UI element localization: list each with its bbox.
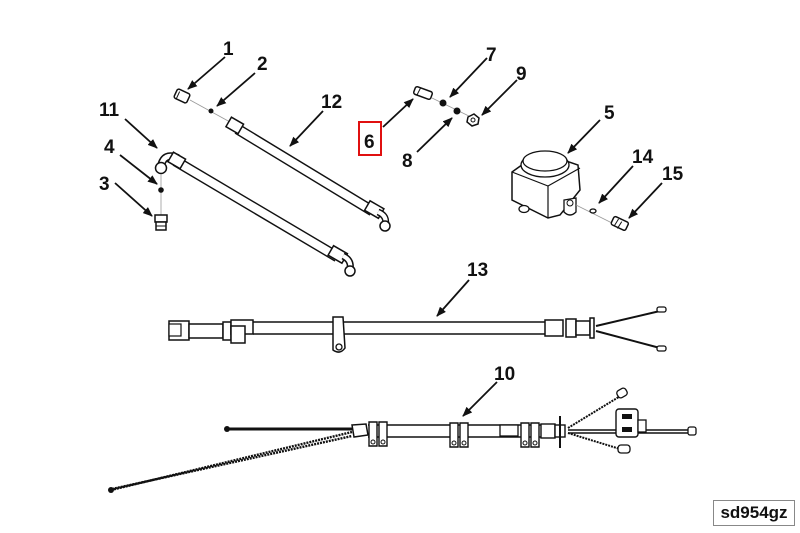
arrow-8 bbox=[416, 117, 453, 153]
part-1-fitting[interactable] bbox=[173, 88, 191, 104]
assembly-line bbox=[575, 204, 617, 226]
part-8-washer[interactable] bbox=[453, 107, 461, 115]
callout-7: 7 bbox=[486, 45, 497, 66]
callout-12: 12 bbox=[321, 92, 342, 113]
callout-10: 10 bbox=[494, 364, 515, 385]
part-7-washer[interactable] bbox=[439, 99, 447, 107]
callout-5: 5 bbox=[604, 103, 615, 124]
arrow-10 bbox=[462, 381, 498, 417]
arrow-14 bbox=[598, 165, 634, 204]
callout-13: 13 bbox=[467, 260, 488, 281]
part-13-wire-harness[interactable] bbox=[168, 306, 667, 353]
diagram-reference-code: sd954gz bbox=[713, 500, 795, 526]
callout-8: 8 bbox=[402, 151, 413, 172]
arrow-9 bbox=[481, 79, 518, 116]
arrow-13 bbox=[436, 279, 470, 317]
callout-4: 4 bbox=[104, 137, 115, 158]
part-14-o-ring[interactable] bbox=[589, 208, 597, 214]
part-10-wire-harness[interactable] bbox=[108, 387, 697, 493]
arrow-6 bbox=[382, 98, 414, 128]
callout-arrows bbox=[114, 56, 663, 417]
arrow-1 bbox=[187, 56, 226, 90]
arrow-5 bbox=[567, 119, 601, 154]
callout-9: 9 bbox=[516, 64, 527, 85]
callout-1: 1 bbox=[223, 39, 234, 60]
arrow-15 bbox=[628, 182, 663, 219]
callout-14: 14 bbox=[632, 147, 654, 168]
callout-2: 2 bbox=[257, 54, 268, 75]
callout-3: 3 bbox=[99, 174, 110, 195]
part-4-o-ring[interactable] bbox=[158, 187, 164, 193]
part-2-o-ring[interactable] bbox=[208, 108, 214, 114]
callout-6: 6 bbox=[364, 132, 375, 153]
part-6-bolt[interactable] bbox=[412, 85, 434, 101]
part-12-hose[interactable] bbox=[224, 116, 391, 232]
arrow-2 bbox=[216, 72, 256, 107]
highlight-box-callout-6 bbox=[358, 121, 382, 156]
part-15-fitting[interactable] bbox=[610, 215, 630, 232]
part-5-sensor-housing[interactable] bbox=[511, 150, 581, 219]
part-11-hose[interactable] bbox=[154, 151, 356, 277]
arrow-11 bbox=[124, 118, 158, 149]
assembly-line bbox=[431, 97, 474, 119]
arrow-12 bbox=[289, 110, 324, 147]
part-9-nut[interactable] bbox=[466, 113, 480, 127]
arrow-4 bbox=[119, 154, 158, 185]
arrow-7 bbox=[449, 57, 488, 98]
part-3-fitting[interactable] bbox=[154, 214, 168, 231]
callout-15: 15 bbox=[662, 164, 684, 185]
arrow-3 bbox=[114, 182, 153, 217]
callout-11: 11 bbox=[99, 100, 120, 121]
